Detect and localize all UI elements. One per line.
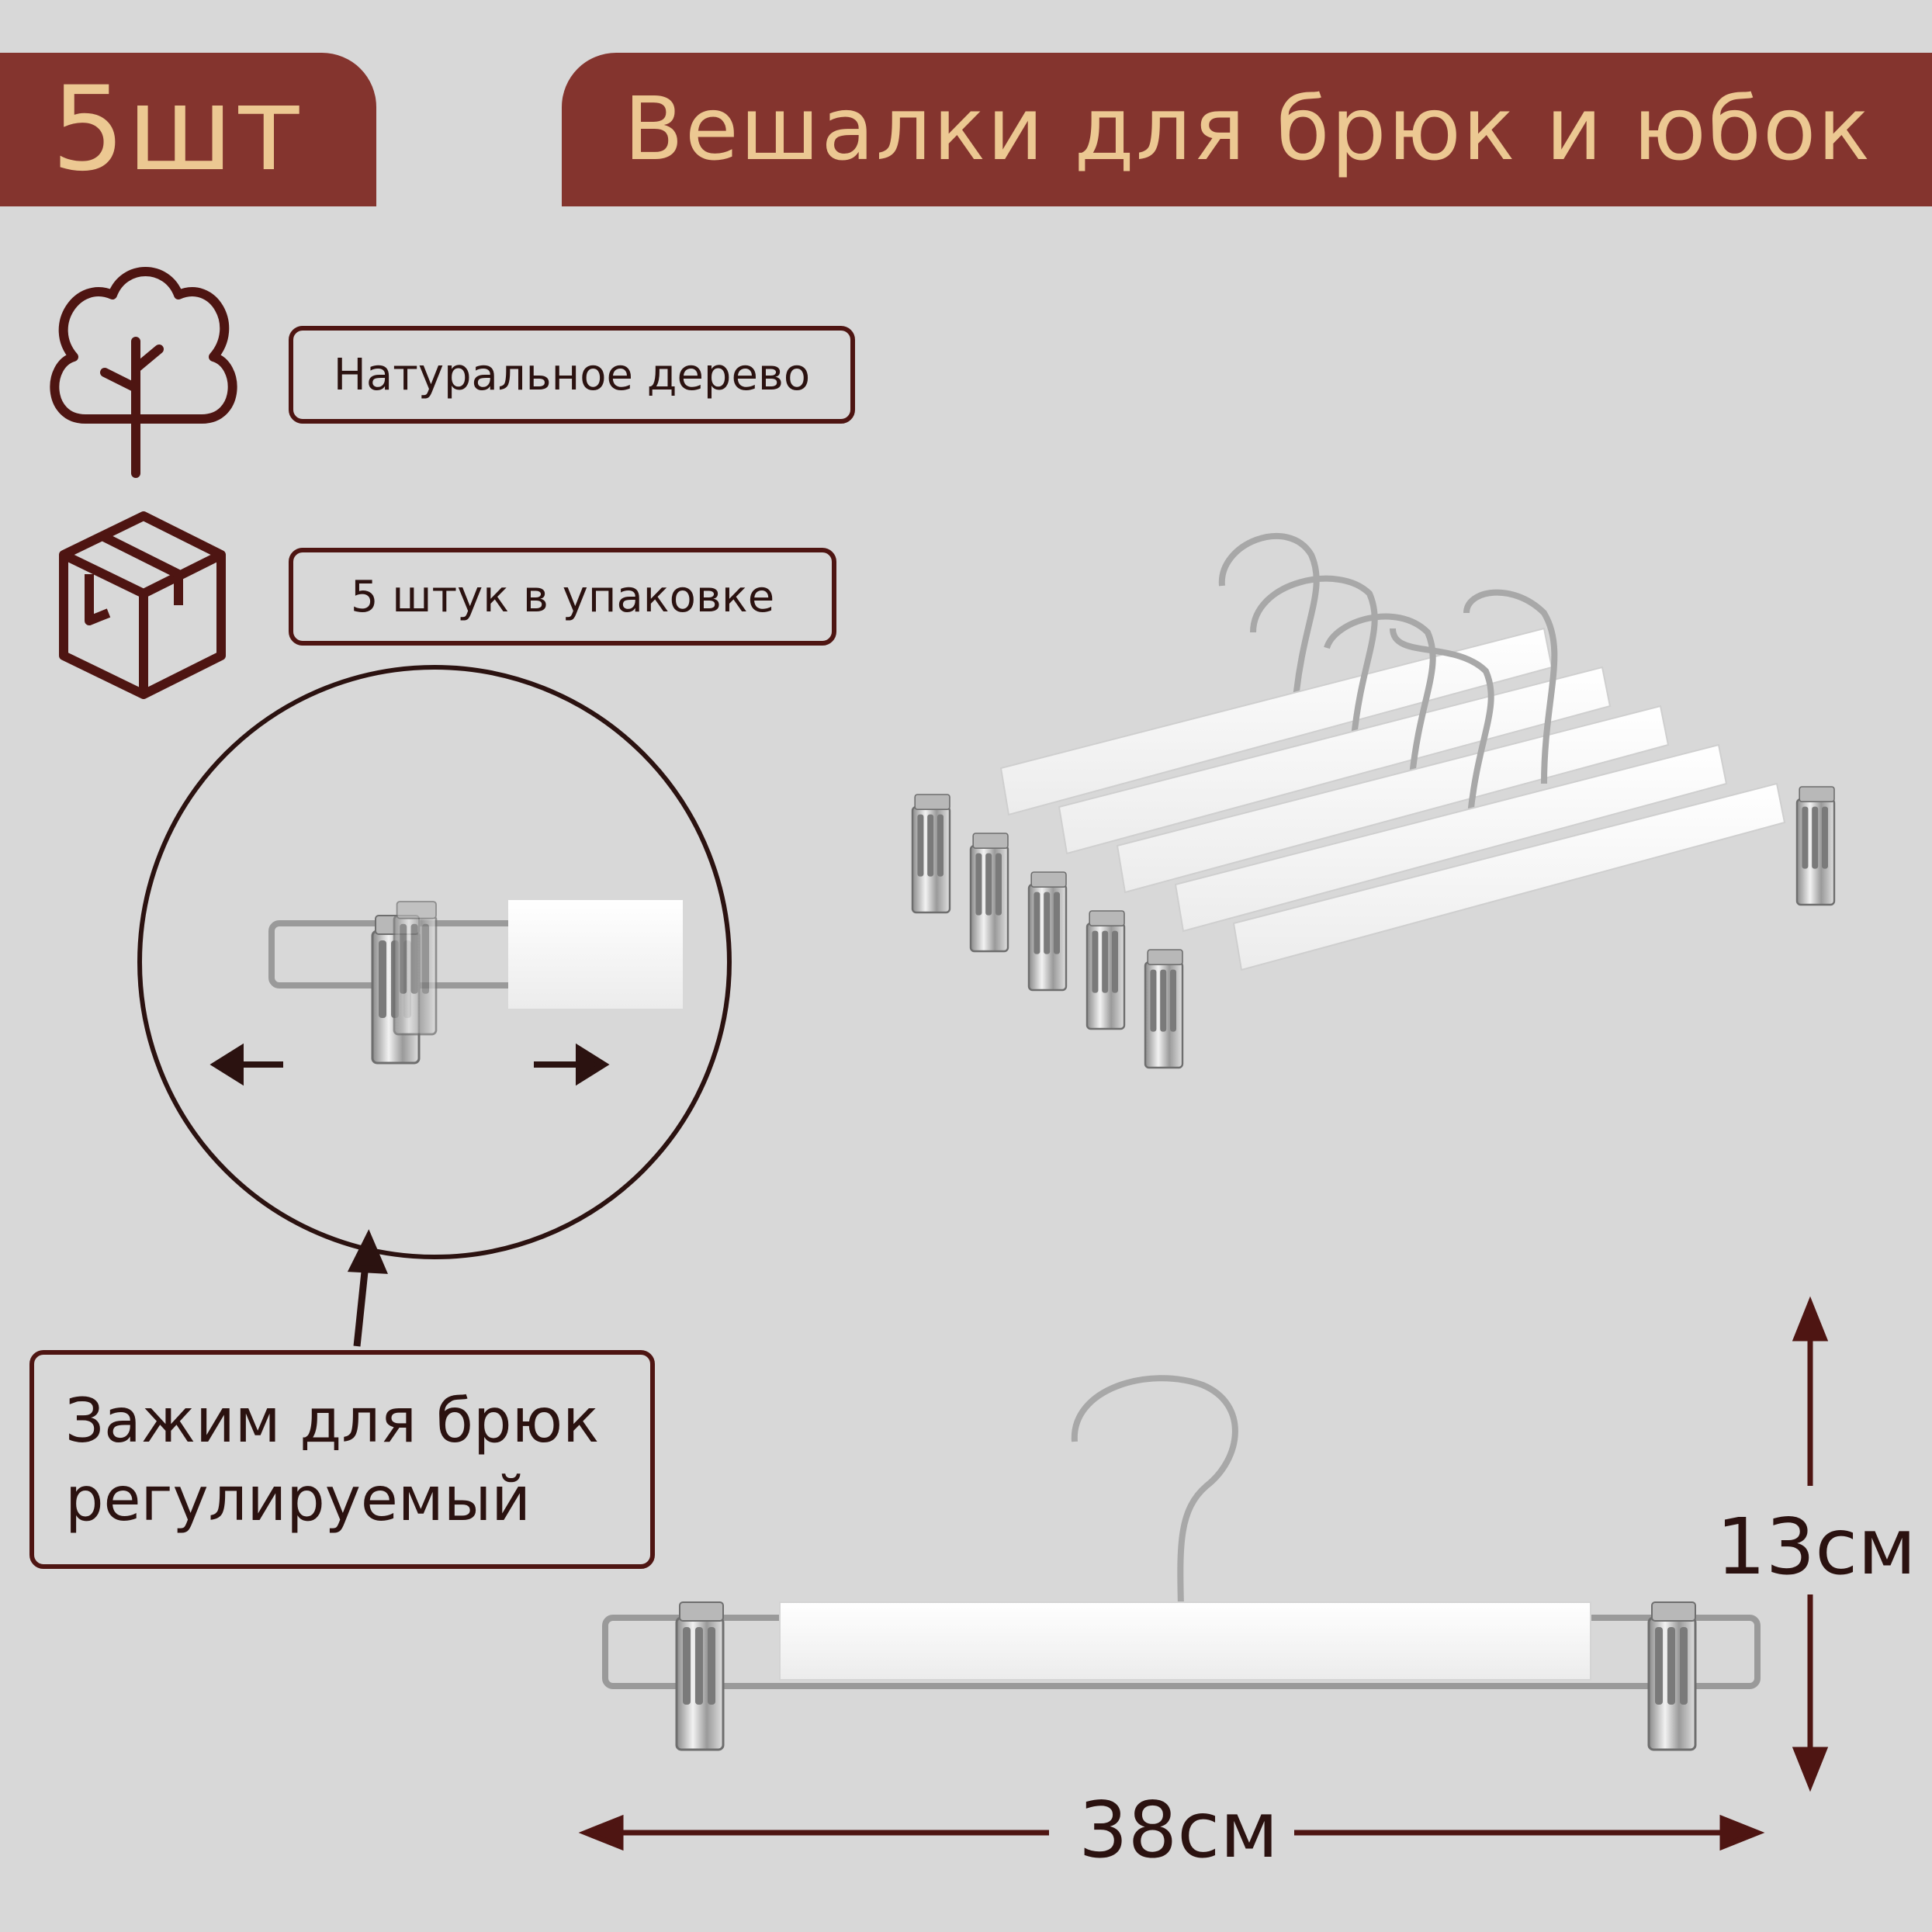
width-label: 38см — [1063, 1785, 1294, 1875]
arrow-left-icon — [209, 1043, 283, 1086]
quantity-text: 5шт — [51, 62, 305, 197]
quantity-banner: 5шт — [0, 53, 376, 206]
callout-line-1: Зажим для брюк — [65, 1387, 600, 1456]
box-icon — [59, 511, 226, 699]
callout-pointer-arrow — [347, 1229, 388, 1347]
height-dimension-line — [1792, 1296, 1829, 1792]
title-banner: Вешалки для брюк и юбок — [562, 53, 1932, 206]
hanger-single-image — [602, 1375, 1761, 1751]
feature-natural-wood: Натуральное дерево — [289, 326, 855, 424]
feature-pack-label: 5 штук в упаковке — [350, 571, 775, 622]
tree-icon — [50, 267, 237, 478]
arrow-right-icon — [534, 1043, 610, 1086]
feature-pack-count: 5 штук в упаковке — [289, 548, 836, 646]
callout-line-2: регулируемый — [65, 1465, 531, 1536]
clip-callout: Зажим для брюк регулируемый — [29, 1350, 655, 1569]
height-label: 13см — [1716, 1501, 1916, 1592]
feature-wood-label: Натуральное дерево — [333, 349, 811, 400]
page-title: Вешалки для брюк и юбок — [624, 79, 1872, 180]
clip-zoom-circle — [137, 665, 732, 1259]
width-dimension-line — [578, 1814, 1765, 1851]
hanger-stack-image — [911, 532, 1836, 1069]
